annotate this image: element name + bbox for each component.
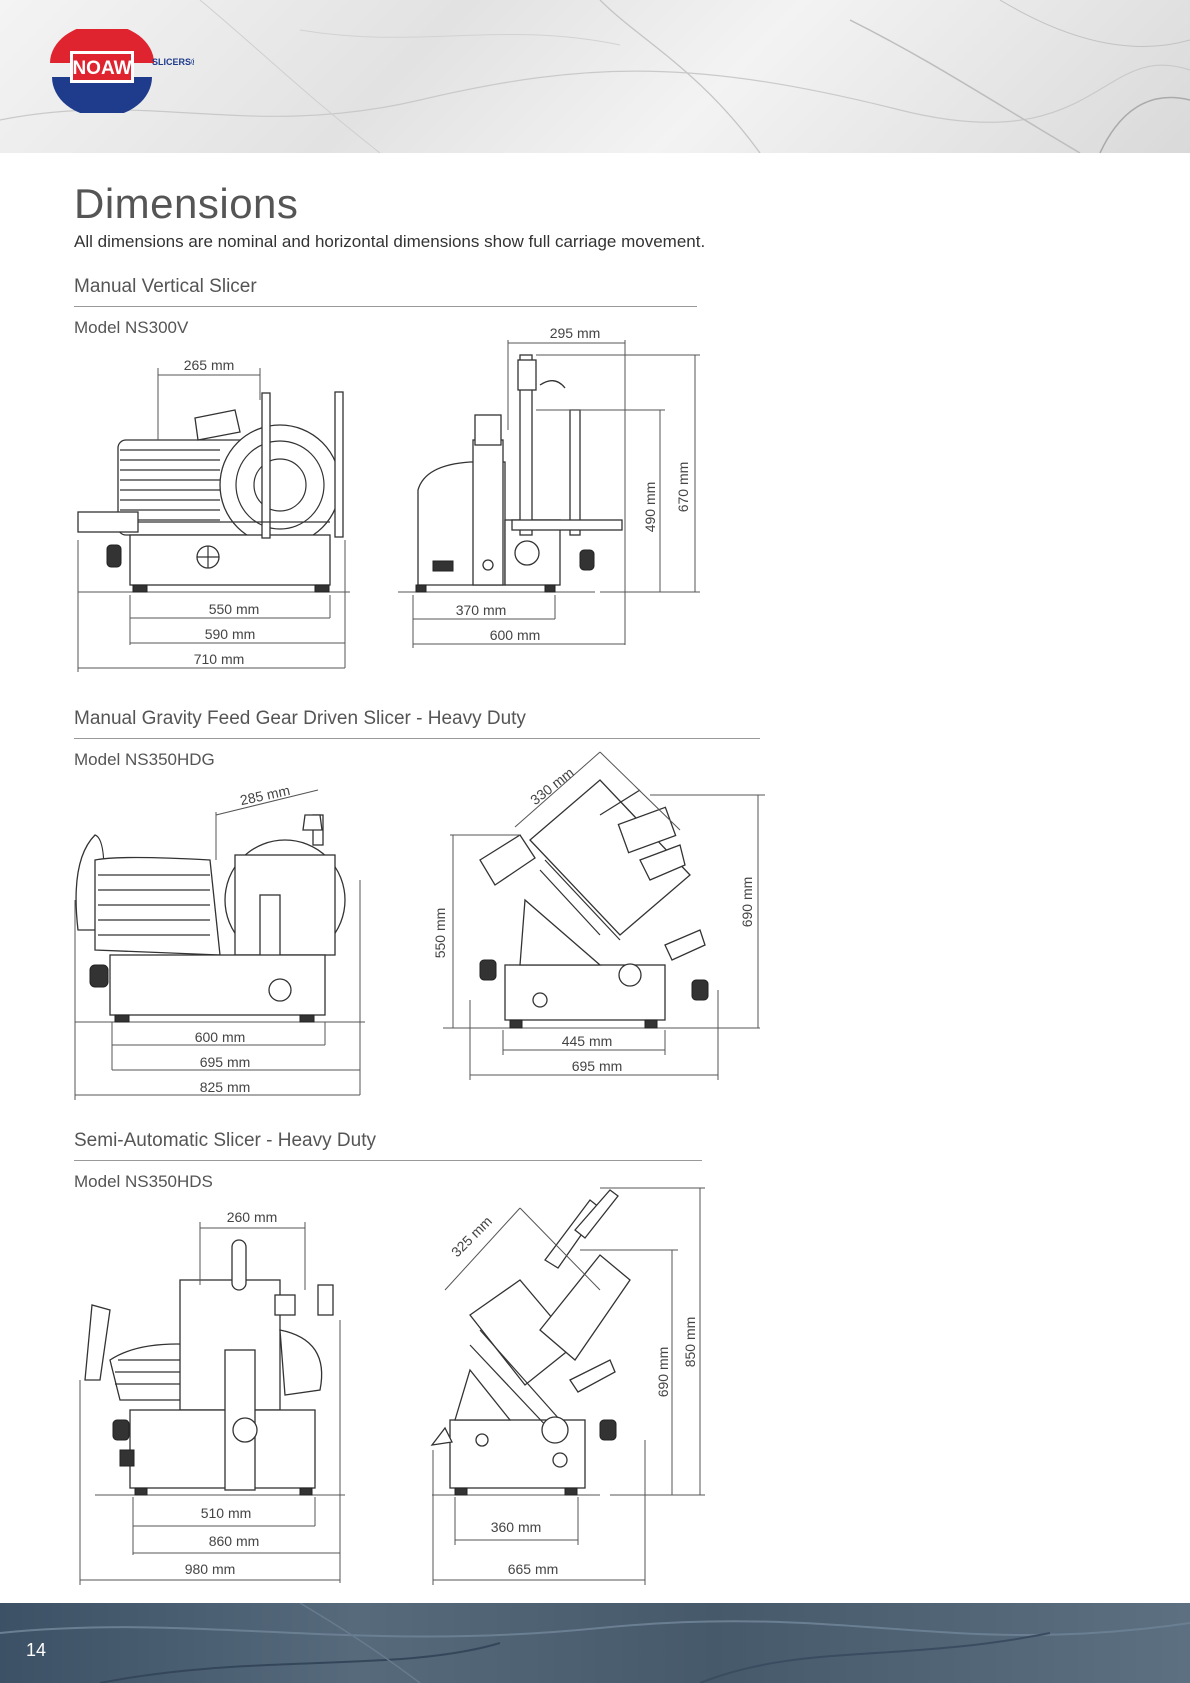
logo-suffix: SLICERS® <box>152 57 194 67</box>
model-label-ns300v: Model NS300V <box>74 318 189 337</box>
stone-texture <box>0 1603 1190 1683</box>
section-heading-gravity: Manual Gravity Feed Gear Driven Slicer -… <box>74 708 526 729</box>
dim-label: 330 mm <box>527 764 577 808</box>
dim-label: 665 mm <box>508 1561 559 1577</box>
ns350hdg-front-drawing <box>75 814 365 1023</box>
section-rule <box>74 1160 702 1161</box>
dim-label: 295 mm <box>550 325 601 341</box>
dim-label: 600 mm <box>490 627 541 643</box>
model-label-ns350hds: Model NS350HDS <box>74 1172 213 1191</box>
ns300v-front-drawing <box>77 391 350 593</box>
dim-label: 550 mm <box>432 908 448 959</box>
dim-label: 710 mm <box>194 651 245 667</box>
dim-label: 360 mm <box>491 1519 542 1535</box>
dim-label: 490 mm <box>642 482 658 533</box>
ns350hds-front-dims: 260 mm 510 mm 860 mm 980 mm <box>79 1209 341 1585</box>
dim-label: 695 mm <box>200 1054 251 1070</box>
ns350hds-side-drawing <box>430 1189 631 1496</box>
noaw-logo: NOAW SLICERS® <box>50 29 194 113</box>
dim-label: 260 mm <box>227 1209 278 1225</box>
ns300v-side-dims: 295 mm 370 mm 600 mm 490 mm 670 mm <box>412 325 700 648</box>
dim-label: 670 mm <box>675 462 691 513</box>
page-subtitle: All dimensions are nominal and horizonta… <box>74 232 706 251</box>
dim-label: 860 mm <box>209 1533 260 1549</box>
model-label-ns350hdg: Model NS350HDG <box>74 750 215 769</box>
marble-texture <box>0 0 1190 153</box>
dim-label: 690 mm <box>655 1347 671 1398</box>
dim-label: 825 mm <box>200 1079 251 1095</box>
dim-label: 690 mm <box>739 877 755 928</box>
dim-label: 590 mm <box>205 626 256 642</box>
section-heading-semiauto: Semi-Automatic Slicer - Heavy Duty <box>74 1130 376 1151</box>
logo-text: NOAW <box>72 58 131 79</box>
ns300v-front-dims: 265 mm 550 mm 590 mm 710 mm <box>77 357 346 672</box>
page-title: Dimensions <box>74 180 299 227</box>
section-rule <box>74 738 760 739</box>
ns350hds-front-drawing <box>84 1239 345 1496</box>
ns350hdg-side-drawing <box>443 779 760 1029</box>
dim-label: 370 mm <box>456 602 507 618</box>
ns300v-side-drawing <box>398 354 623 593</box>
dim-label: 325 mm <box>448 1213 495 1260</box>
header-banner: NOAW SLICERS® <box>0 0 1190 153</box>
dimension-drawings: 265 mm 550 mm 590 mm 710 mm 295 mm 370 <box>74 325 765 1585</box>
section-rule <box>74 306 697 307</box>
section-heading-vertical: Manual Vertical Slicer <box>74 276 257 297</box>
page-number: 14 <box>26 1640 47 1660</box>
dim-label: 850 mm <box>682 1317 698 1368</box>
footer-banner <box>0 1603 1190 1683</box>
dim-label: 285 mm <box>239 782 292 808</box>
dim-label: 445 mm <box>562 1033 613 1049</box>
dim-label: 980 mm <box>185 1561 236 1577</box>
dim-label: 600 mm <box>195 1029 246 1045</box>
dim-label: 695 mm <box>572 1058 623 1074</box>
dim-label: 265 mm <box>184 357 235 373</box>
dim-label: 510 mm <box>201 1505 252 1521</box>
dim-label: 550 mm <box>209 601 260 617</box>
